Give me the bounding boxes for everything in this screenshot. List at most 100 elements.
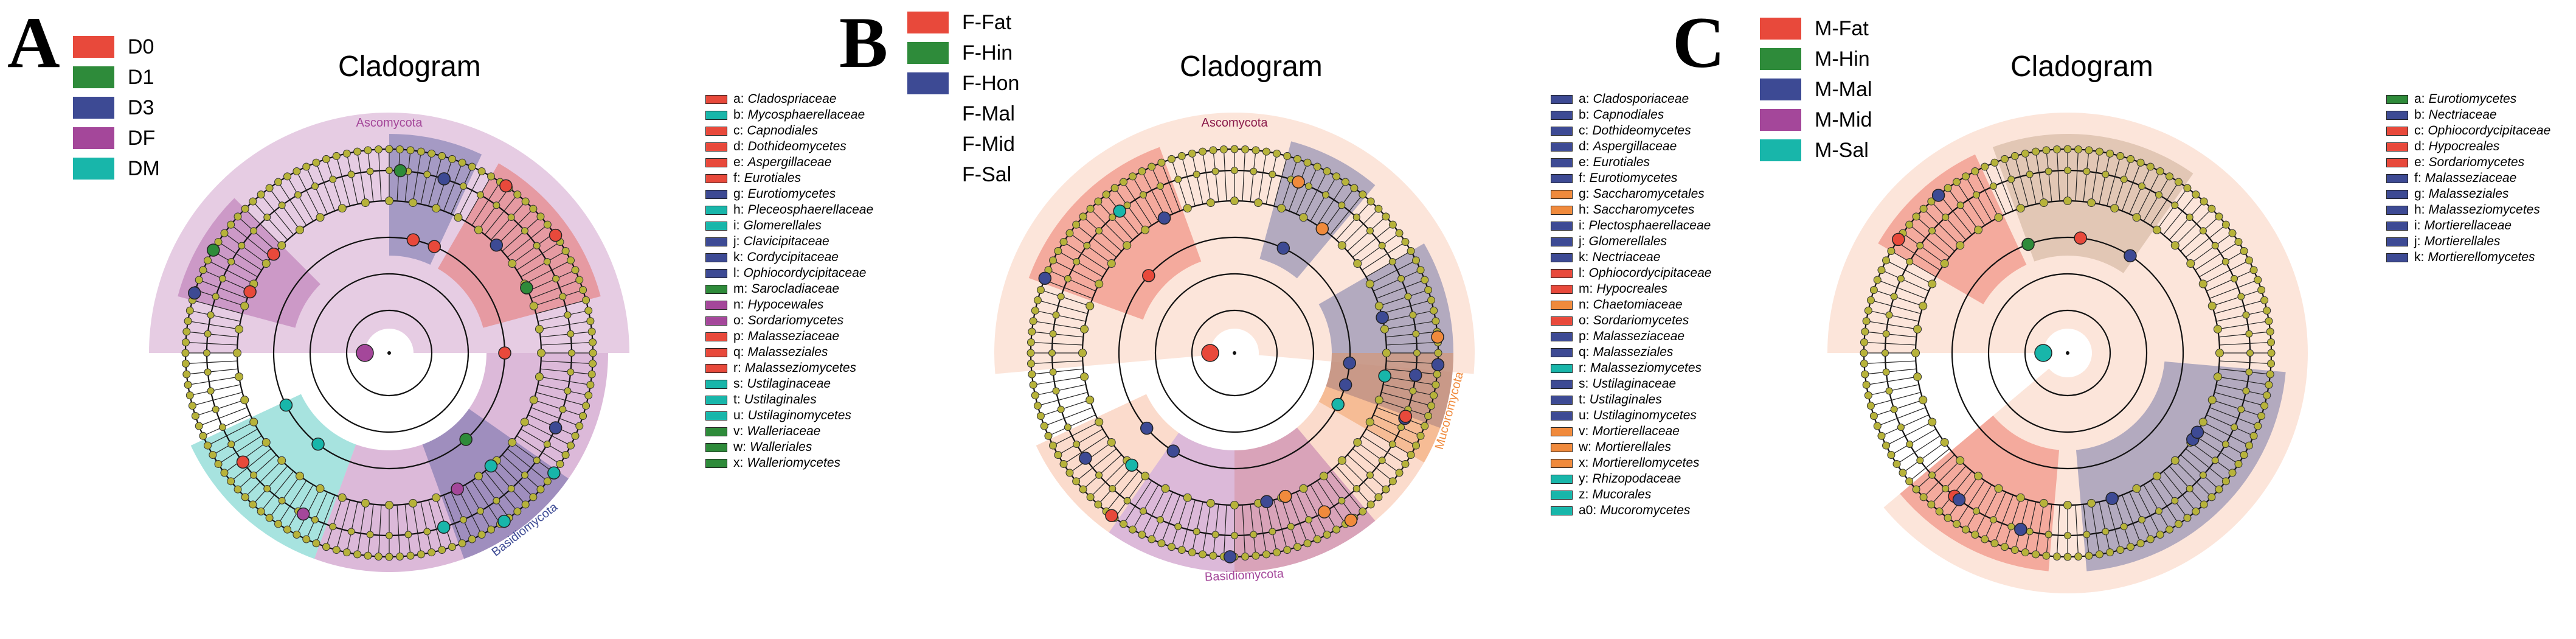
tree-branch <box>252 466 288 505</box>
taxon-node <box>1913 324 1922 333</box>
taxon-node <box>2263 391 2271 400</box>
taxon-key-item: a:Cladospriaceae <box>705 91 873 107</box>
taxon-swatch <box>705 205 727 215</box>
biomarker-node <box>2021 237 2035 251</box>
taxon-node <box>2186 214 2193 222</box>
taxon-node <box>2116 152 2125 160</box>
taxon-node <box>181 338 190 346</box>
taxon-node <box>204 368 212 376</box>
taxon-node <box>2267 360 2276 368</box>
taxon-id: p: <box>733 329 744 343</box>
taxon-node <box>2042 146 2051 155</box>
tree-branch <box>1881 270 1929 292</box>
tree-branch <box>1357 232 1400 264</box>
taxon-node <box>2183 184 2192 192</box>
taxon-key-item: t:Ustilaginales <box>1551 392 1711 408</box>
taxon-swatch <box>2386 237 2408 246</box>
tree-branch <box>1385 331 1438 338</box>
taxon-node <box>1110 184 1119 192</box>
taxon-node <box>2166 525 2173 534</box>
taxon-node <box>587 327 596 336</box>
taxon-swatch <box>1551 300 1573 310</box>
tree-branch <box>1035 384 1086 396</box>
taxon-node <box>1156 516 1164 524</box>
tree-branch <box>1132 176 1159 222</box>
tree-branch <box>1191 501 1203 553</box>
tree-branch <box>502 216 541 252</box>
taxon-node <box>1036 412 1045 421</box>
tree-branch <box>252 201 288 240</box>
tree-branch <box>1373 270 1421 292</box>
tree-branch <box>260 194 294 236</box>
taxon-node <box>2192 190 2200 199</box>
clade-highlight <box>389 134 482 265</box>
taxon-node <box>2102 528 2110 536</box>
taxon-key-item: a0:Mucoromycetes <box>1551 503 1711 519</box>
panel-letter: C <box>1672 2 1725 83</box>
tree-branch <box>471 480 500 525</box>
tree-branch <box>188 321 240 330</box>
taxon-node <box>366 167 374 175</box>
biomarker-node <box>406 233 420 246</box>
tree-branch <box>2180 216 2220 252</box>
taxon-key-item: d:Aspergillaceae <box>1551 139 1711 155</box>
tree-branch <box>1874 289 1923 307</box>
tree-branch <box>346 501 358 553</box>
taxon-swatch <box>2386 189 2408 199</box>
taxon-node <box>1877 431 1886 440</box>
taxon-id: v: <box>733 424 744 438</box>
biomarker-node <box>1223 550 1237 564</box>
taxon-node <box>342 548 351 557</box>
biomarker-node <box>279 398 293 412</box>
taxon-node <box>1378 242 1386 250</box>
taxon-node <box>184 380 192 389</box>
tree-branch <box>244 460 282 498</box>
legend-swatch <box>1760 109 1801 131</box>
tree-branch <box>2122 495 2141 543</box>
taxon-node <box>1956 456 1965 465</box>
tree-branch <box>1053 421 1099 446</box>
taxon-node <box>1382 349 1391 357</box>
taxon-swatch <box>705 221 727 231</box>
taxon-swatch <box>2386 110 2408 120</box>
biomarker-node <box>1331 397 1345 411</box>
taxon-node <box>207 387 215 395</box>
taxon-id: u: <box>1579 408 1590 422</box>
taxon-node <box>1885 311 1893 319</box>
taxon-node <box>1869 412 1878 421</box>
taxon-node <box>2010 152 2019 160</box>
taxon-node <box>561 247 570 255</box>
taxon-node <box>468 162 476 171</box>
tree-branch <box>2091 152 2100 203</box>
taxon-name: Malasseziales <box>2428 187 2509 201</box>
taxon-node <box>191 412 199 421</box>
biomarker-node <box>1315 222 1329 236</box>
taxon-node <box>423 528 431 536</box>
taxon-node <box>1129 525 1137 534</box>
taxon-node <box>1209 146 1217 155</box>
taxon-name: Ustilaginaceae <box>747 377 831 391</box>
taxon-node <box>2200 500 2208 509</box>
legend-swatch <box>1760 139 1801 161</box>
taxon-id: x: <box>733 456 744 470</box>
legend-swatch <box>1760 79 1801 100</box>
tree-branch <box>1975 488 2000 535</box>
taxon-node <box>1323 167 1331 176</box>
taxon-id: a: <box>2414 92 2425 106</box>
taxon-id: y: <box>1579 472 1589 486</box>
taxon-swatch <box>705 363 727 373</box>
taxon-swatch <box>1551 205 1573 215</box>
taxon-node <box>386 167 393 174</box>
taxon-node <box>1882 441 1891 450</box>
taxon-node <box>312 158 320 167</box>
taxon-key-item: d:Dothideomycetes <box>705 139 873 155</box>
taxon-node <box>227 477 235 486</box>
taxon-swatch <box>1551 284 1573 294</box>
taxon-node <box>2007 523 2015 531</box>
taxon-node <box>263 214 271 222</box>
taxon-node <box>1231 532 1238 539</box>
tree-branch <box>1265 501 1278 553</box>
taxon-node <box>448 155 457 163</box>
taxon-swatch <box>705 300 727 310</box>
taxon-key-item: a:Cladosporiaceae <box>1551 91 1711 107</box>
